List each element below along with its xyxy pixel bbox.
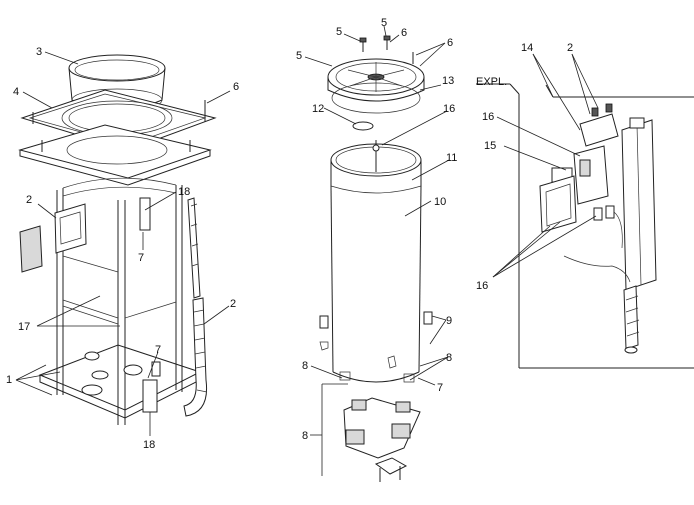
left-assembly xyxy=(18,54,217,425)
callout-16-top: 16 xyxy=(482,111,494,123)
callout-7-mid: 7 xyxy=(437,382,443,394)
callout-2-right: 2 xyxy=(567,42,573,54)
callout-8-b: 8 xyxy=(446,352,452,364)
callout-15: 15 xyxy=(484,140,496,152)
callout-18-top: 18 xyxy=(178,186,190,198)
leader-lines xyxy=(15,25,599,476)
callout-3: 3 xyxy=(36,46,42,58)
callout-4: 4 xyxy=(13,86,19,98)
callout-2-chain: 2 xyxy=(230,298,236,310)
callout-12: 12 xyxy=(312,103,324,115)
callout-10: 10 xyxy=(434,196,446,208)
callout-5-c: 5 xyxy=(296,50,302,62)
callout-7-top: 7 xyxy=(138,252,144,264)
callout-5-a: 5 xyxy=(336,26,342,38)
callout-6: 6 xyxy=(233,81,239,93)
callout-16-mid: 16 xyxy=(443,103,455,115)
callout-13: 13 xyxy=(442,75,454,87)
callout-17: 17 xyxy=(18,321,30,333)
callout-8-a: 8 xyxy=(302,360,308,372)
callout-14: 14 xyxy=(521,42,533,54)
expl-label: EXPL. xyxy=(476,76,507,88)
callout-1: 1 xyxy=(6,374,12,386)
callout-7-bottom: 7 xyxy=(155,344,161,356)
callout-2-box: 2 xyxy=(26,194,32,206)
callout-8-c: 8 xyxy=(302,430,308,442)
callout-6-a: 6 xyxy=(401,27,407,39)
right-exploded-view xyxy=(476,83,694,369)
callout-6-b: 6 xyxy=(447,37,453,49)
callout-18-bottom: 18 xyxy=(143,439,155,451)
callout-5-b: 5 xyxy=(381,17,387,29)
callout-16-bottom: 16 xyxy=(476,280,488,292)
callout-labels: 3 4 6 2 18 7 17 2 1 7 18 5 5 6 6 5 13 12… xyxy=(6,17,573,451)
callout-9: 9 xyxy=(446,315,452,327)
callout-11: 11 xyxy=(446,152,457,164)
middle-assembly xyxy=(319,35,433,482)
